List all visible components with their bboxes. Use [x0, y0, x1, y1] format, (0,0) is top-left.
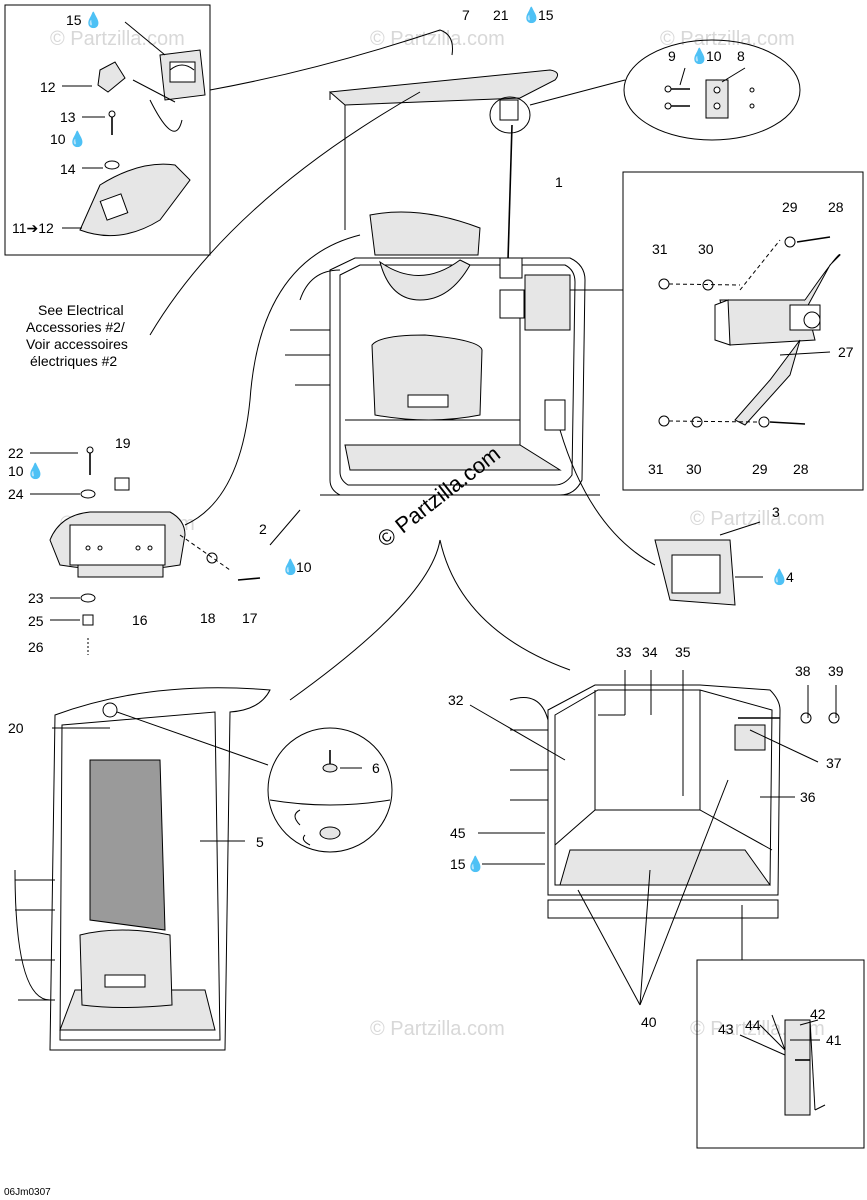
- storage-compartment-bottom-left: [14, 687, 271, 1051]
- label-37: 37: [826, 755, 842, 771]
- drop-icon: 💧: [281, 558, 300, 576]
- label-40: 40: [641, 1014, 657, 1030]
- label-16: 16: [132, 612, 148, 628]
- label-29a: 29: [782, 199, 798, 215]
- bracket-inset: [570, 171, 864, 491]
- label-29b: 29: [752, 461, 768, 477]
- label-13: 13: [60, 109, 76, 125]
- label-15c: 15: [450, 856, 466, 872]
- footer-code: 06Jm0307: [4, 1187, 51, 1198]
- label-44: 44: [745, 1017, 761, 1033]
- label-11: 11➔12: [12, 220, 54, 236]
- label-19: 19: [115, 435, 131, 451]
- label-41: 41: [826, 1032, 842, 1048]
- label-18: 18: [200, 610, 216, 626]
- label-6: 6: [372, 760, 380, 776]
- screw-detail-circle: [267, 727, 393, 853]
- note-line-2: Accessories #2/: [26, 319, 125, 335]
- label-27: 27: [838, 344, 854, 360]
- label-45: 45: [450, 825, 466, 841]
- drop-icon: 💧: [26, 462, 45, 480]
- watermark-3: © Partzilla.com: [660, 28, 795, 50]
- label-10b: 10: [706, 48, 722, 64]
- label-15a: 15: [66, 12, 82, 28]
- label-15b: 15: [538, 7, 554, 23]
- label-22: 22: [8, 445, 24, 461]
- label-7: 7: [462, 7, 470, 23]
- watermark-5: © Partzilla.com: [690, 508, 825, 530]
- label-10a: 10: [50, 131, 66, 147]
- label-20: 20: [8, 720, 24, 736]
- label-12: 12: [40, 79, 56, 95]
- label-35: 35: [675, 644, 691, 660]
- label-10d: 10: [296, 559, 312, 575]
- note-line-4: électriques #2: [30, 353, 117, 369]
- watermark-7: © Partzilla.com: [370, 1018, 505, 1040]
- label-23: 23: [28, 590, 44, 606]
- label-17: 17: [242, 610, 258, 626]
- label-5: 5: [256, 834, 264, 850]
- seat-hinge-assembly: [30, 234, 361, 655]
- label-1: 1: [555, 174, 563, 190]
- drop-icon: 💧: [522, 6, 541, 24]
- label-30b: 30: [686, 461, 702, 477]
- label-31a: 31: [652, 241, 668, 257]
- leader-curves: [209, 29, 453, 91]
- drop-icon: 💧: [466, 855, 485, 873]
- label-42: 42: [810, 1006, 826, 1022]
- label-24: 24: [8, 486, 24, 502]
- seal-inset: [696, 959, 865, 1149]
- note-line-1: See Electrical: [38, 302, 124, 318]
- watermark-2: © Partzilla.com: [370, 28, 505, 50]
- drop-icon: 💧: [690, 47, 709, 65]
- label-14: 14: [60, 161, 76, 177]
- part-number-labels: 15 12 13 10 14 11➔12 7 21 15 9 10 8 1 29…: [8, 6, 854, 1048]
- label-33: 33: [616, 644, 632, 660]
- label-8: 8: [737, 48, 745, 64]
- latch-inset: [4, 4, 211, 256]
- label-21: 21: [493, 7, 509, 23]
- label-28b: 28: [793, 461, 809, 477]
- drop-icon: 💧: [84, 11, 103, 29]
- label-9: 9: [668, 48, 676, 64]
- label-32: 32: [448, 692, 464, 708]
- note-line-3: Voir accessoires: [26, 336, 128, 352]
- label-31b: 31: [648, 461, 664, 477]
- label-38: 38: [795, 663, 811, 679]
- hinge-detail-circle: [489, 39, 801, 141]
- label-10c: 10: [8, 463, 24, 479]
- label-26: 26: [28, 639, 44, 655]
- storage-compartment-bottom-right: [469, 670, 840, 1006]
- label-28a: 28: [828, 199, 844, 215]
- label-34: 34: [642, 644, 658, 660]
- drop-icon: 💧: [68, 130, 87, 148]
- label-25: 25: [28, 613, 44, 629]
- label-2: 2: [259, 521, 267, 537]
- label-39: 39: [828, 663, 844, 679]
- vent-part: [559, 429, 763, 606]
- label-4: 4: [786, 569, 794, 585]
- label-3: 3: [772, 504, 780, 520]
- label-36: 36: [800, 789, 816, 805]
- storage-compartment-top: [285, 69, 600, 496]
- drop-icon: 💧: [770, 568, 789, 586]
- label-43: 43: [718, 1021, 734, 1037]
- watermark-1: © Partzilla.com: [50, 28, 185, 50]
- label-30a: 30: [698, 241, 714, 257]
